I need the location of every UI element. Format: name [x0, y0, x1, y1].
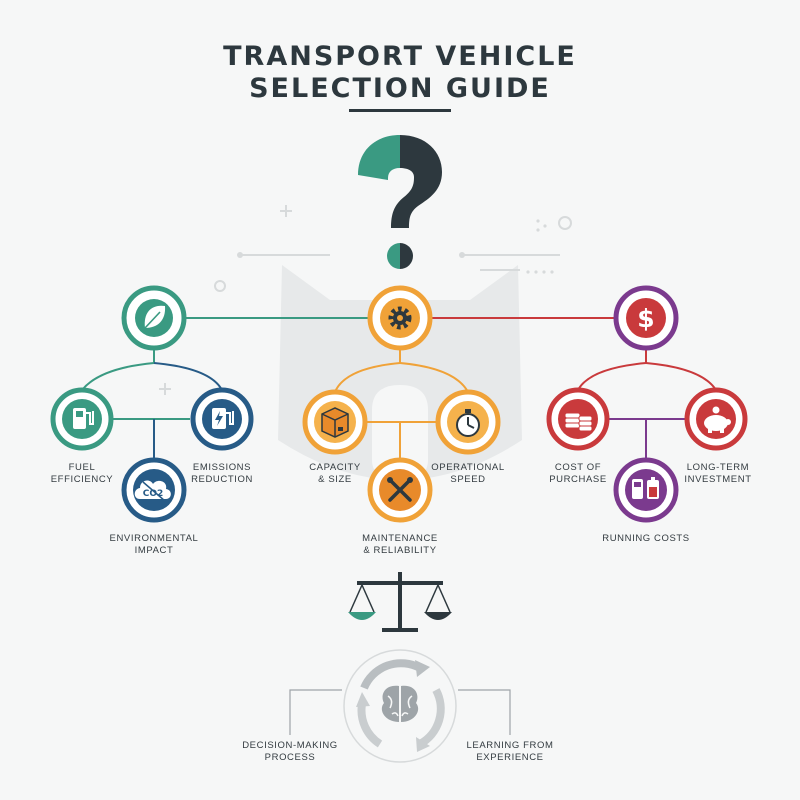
cost-of-purchase-label-line-1: COST OF: [554, 462, 602, 473]
piggy-bank-icon: [704, 406, 731, 433]
fuel-pump-icon: [73, 408, 94, 429]
environment-branch-lines: [81, 350, 223, 460]
leaf-icon: [144, 305, 166, 329]
practical-branch-lines: [334, 350, 469, 460]
maintenance-node: [367, 457, 433, 523]
emissions-reduction-label-line-1: EMISSIONS: [192, 462, 252, 473]
environmental-impact-label-line-2: IMPACT: [134, 545, 174, 556]
decorative-marks: [159, 205, 572, 395]
environment-hub: [121, 285, 187, 351]
maintenance-label-line-2: & RELIABILITY: [363, 545, 437, 556]
financial-hub: $: [613, 285, 679, 351]
stopwatch-icon: [456, 409, 480, 437]
capacity-label-line-2: & SIZE: [318, 474, 352, 485]
cost-of-purchase-label: COST OF PURCHASE: [535, 462, 621, 486]
capacity-label-line-1: CAPACITY: [309, 462, 361, 473]
learning-label: LEARNING FROM EXPERIENCE: [450, 740, 570, 764]
operational-speed-node: [435, 389, 501, 455]
co2-cloud-icon: CO2: [134, 480, 171, 502]
fuel-efficiency-node: [50, 387, 114, 451]
question-mark-icon: [358, 135, 442, 269]
cycle-callout-lines: [289, 689, 511, 735]
long-term-investment-node: [684, 387, 748, 451]
box-icon: [321, 407, 349, 438]
coin-stack-icon: [564, 412, 593, 432]
emissions-reduction-label-line-2: REDUCTION: [191, 474, 253, 485]
decision-making-label-line-2: PROCESS: [264, 752, 316, 763]
page-title-line-2: SELECTION GUIDE: [249, 73, 551, 104]
financial-branch-lines: [577, 350, 717, 460]
wrench-screwdriver-icon: [387, 477, 413, 502]
decision-making-label-line-1: DECISION-MAKING: [242, 740, 338, 751]
operational-speed-label: OPERATIONAL SPEED: [418, 462, 518, 486]
capacity-label: CAPACITY & SIZE: [290, 462, 380, 486]
fuel-and-battery-icon: [632, 477, 659, 499]
fuel-efficiency-label-line-1: FUEL: [68, 462, 96, 473]
fuel-efficiency-label: FUEL EFFICIENCY: [42, 462, 122, 486]
long-term-investment-label-line-1: LONG-TERM: [686, 462, 750, 473]
cost-of-purchase-node: [546, 387, 610, 451]
running-costs-label-line-1: RUNNING COSTS: [602, 533, 690, 544]
long-term-investment-label: LONG-TERM INVESTMENT: [668, 462, 768, 486]
emissions-reduction-label: EMISSIONS REDUCTION: [172, 462, 272, 486]
emissions-reduction-node: [190, 387, 254, 451]
title-underline: [349, 109, 451, 112]
capacity-node: [302, 389, 368, 455]
operational-speed-label-line-1: OPERATIONAL: [431, 462, 505, 473]
running-costs-node: [613, 457, 679, 523]
scale-icon: [348, 572, 452, 632]
operational-speed-label-line-2: SPEED: [450, 474, 486, 485]
long-term-investment-label-line-2: INVESTMENT: [684, 474, 752, 485]
decorative-dots: [237, 219, 554, 274]
decision-making-label: DECISION-MAKING PROCESS: [230, 740, 350, 764]
maintenance-label-line-1: MAINTENANCE: [362, 533, 438, 544]
co2-text: CO2: [143, 489, 164, 499]
learning-label-line-2: EXPERIENCE: [476, 752, 544, 763]
dollar-sign-icon: $: [637, 304, 654, 333]
fuel-efficiency-label-line-2: EFFICIENCY: [50, 474, 114, 485]
ev-charger-icon: [212, 408, 234, 429]
running-costs-label: RUNNING COSTS: [591, 533, 701, 545]
gear-icon: [388, 306, 412, 330]
page-title-line-1: TRANSPORT VEHICLE: [223, 41, 577, 72]
maintenance-label: MAINTENANCE & RELIABILITY: [345, 533, 455, 557]
environmental-impact-node: CO2: [121, 457, 187, 523]
cost-of-purchase-label-line-2: PURCHASE: [549, 474, 607, 485]
practical-hub: [367, 285, 433, 351]
environmental-impact-label-line-1: ENVIRONMENTAL: [109, 533, 199, 544]
brain-cycle-icon: [343, 649, 457, 763]
environmental-impact-label: ENVIRONMENTAL IMPACT: [98, 533, 210, 557]
learning-label-line-1: LEARNING FROM: [466, 740, 554, 751]
